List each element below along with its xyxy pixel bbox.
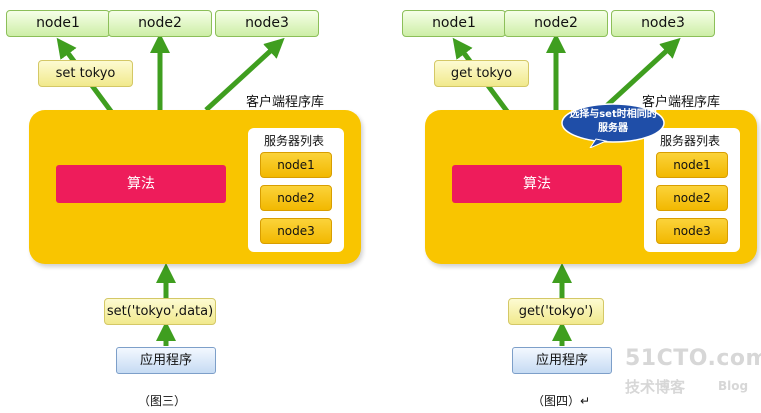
algorithm-box: 算法 xyxy=(56,165,226,203)
server-item-node1: node1 xyxy=(260,152,332,178)
application-box: 应用程序 xyxy=(116,347,216,374)
node1-box: node1 xyxy=(402,10,506,37)
figure-caption: （图四）↵ xyxy=(532,394,591,408)
command-box: set tokyo xyxy=(38,60,133,87)
watermark-blog: Blog xyxy=(718,379,749,393)
server-item-node2: node2 xyxy=(656,185,728,211)
application-box: 应用程序 xyxy=(512,347,612,374)
watermark-tagline: 技术博客 xyxy=(625,378,686,396)
watermark-site: 51CTO.com xyxy=(625,346,761,371)
server-item-node2: node2 xyxy=(260,185,332,211)
server-list-title: 服务器列表 xyxy=(264,134,325,148)
node3-box: node3 xyxy=(215,10,319,37)
client-library-label: 客户端程序库 xyxy=(246,95,325,110)
server-item-node1: node1 xyxy=(656,152,728,178)
figure-caption: （图三） xyxy=(138,394,187,408)
command-box: get tokyo xyxy=(434,60,529,87)
node3-box: node3 xyxy=(611,10,715,37)
api-call-box: get('tokyo') xyxy=(508,298,604,325)
node1-box: node1 xyxy=(6,10,110,37)
api-call-box: set('tokyo',data) xyxy=(104,298,216,325)
callout-text: 选择与set时相同的服务器 xyxy=(569,109,657,134)
algorithm-box: 算法 xyxy=(452,165,622,203)
server-list-title: 服务器列表 xyxy=(660,134,721,148)
node2-box: node2 xyxy=(504,10,608,37)
node2-box: node2 xyxy=(108,10,212,37)
server-item-node3: node3 xyxy=(260,218,332,244)
server-item-node3: node3 xyxy=(656,218,728,244)
panel-set-flow: node1 node2 node3 set tokyo 客户端程序库 算法 服务… xyxy=(0,0,380,413)
